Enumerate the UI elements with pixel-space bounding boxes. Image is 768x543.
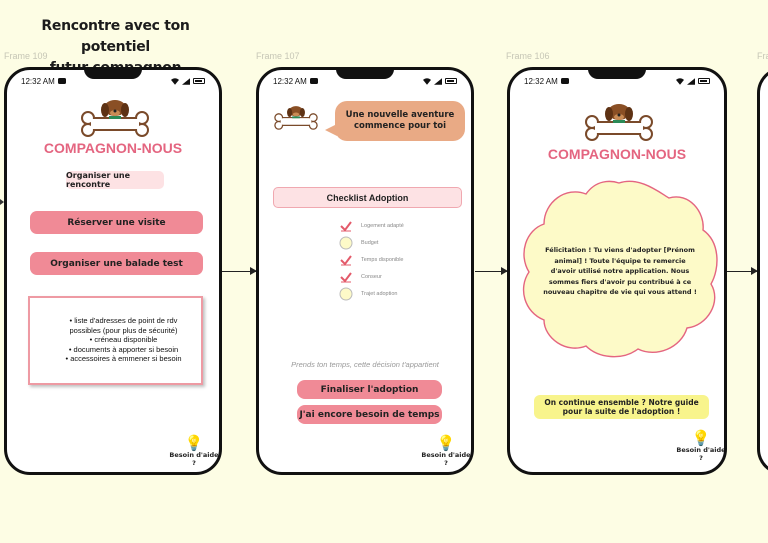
brand-title: COMPAGNON-NOUS <box>547 146 687 162</box>
status-bar: 12:32 AM <box>524 75 710 87</box>
status-time: 12:32 AM <box>21 76 55 86</box>
dog-bone-logo <box>81 100 149 137</box>
info-box: • liste d'adresses de point de rdv possi… <box>28 296 203 385</box>
checklist-item-label: Trajet adoption <box>361 290 398 297</box>
battery-icon <box>193 78 205 84</box>
battery-icon <box>698 78 710 84</box>
checkmark-icon <box>340 254 352 266</box>
message-icon <box>309 77 318 84</box>
phone-frame-109: 12:32 AM COMPAGNON-NOUS Organiser une re… <box>4 67 222 475</box>
help-button[interactable]: 💡 Besoin d'aide ? <box>421 435 471 467</box>
help-label: Besoin d'aide ? <box>676 446 726 462</box>
arrow-1-2 <box>222 267 257 275</box>
dog-bone-logo <box>585 104 653 141</box>
phone-frame-next <box>757 67 768 475</box>
frame-label-3: Frame 106 <box>506 51 550 61</box>
brand-title: COMPAGNON-NOUS <box>43 140 183 156</box>
signal-icon <box>182 77 190 85</box>
checklist-item[interactable]: Budget <box>339 234 439 251</box>
speech-bubble: Une nouvelle aventure commence pour toi <box>335 101 465 141</box>
info-item: • documents à apporter si besoin <box>68 344 179 354</box>
checklist-item-label: Conseur <box>361 273 382 280</box>
status-bar: 12:32 AM <box>273 75 457 87</box>
message-icon <box>57 77 66 84</box>
checklist-item[interactable]: Temps disponible <box>339 251 439 268</box>
help-button[interactable]: 💡 Besoin d'aide ? <box>169 435 219 467</box>
checklist-item-label: Budget <box>361 239 379 246</box>
checklist-title: Checklist Adoption <box>273 187 462 208</box>
help-label: Besoin d'aide ? <box>169 451 219 467</box>
reassurance-note: Prends ton temps, cette décision t'appar… <box>291 360 439 369</box>
reserve-visit-button[interactable]: Réserver une visite <box>30 211 203 234</box>
checklist-item-label: Logement adapté <box>361 222 404 229</box>
arrow-2-3 <box>475 267 508 275</box>
lightbulb-icon: 💡 <box>436 434 456 452</box>
frame-label-2: Frame 107 <box>256 51 300 61</box>
scalloped-card <box>522 180 718 358</box>
checkmark-icon <box>340 271 352 283</box>
info-item: • créneau disponible <box>89 335 158 344</box>
checklist-item[interactable]: Logement adapté <box>339 217 439 234</box>
heading-line-1: Rencontre avec ton potentiel <box>41 18 190 55</box>
status-time: 12:32 AM <box>273 76 307 86</box>
checklist-item-label: Temps disponible <box>361 256 404 263</box>
phone-notch <box>336 70 394 79</box>
help-label: Besoin d'aide ? <box>421 451 471 467</box>
frame-label-1: Frame 109 <box>4 51 48 61</box>
phone-frame-106: 12:32 AM COMPAGNON-NOUS Félicitation ! T… <box>507 67 727 475</box>
wifi-icon <box>423 77 431 85</box>
wifi-icon <box>171 77 179 85</box>
phone-frame-107: 12:32 AM Une nouvelle aventure commence … <box>256 67 474 475</box>
checkmark-icon <box>340 220 352 232</box>
status-bar: 12:32 AM <box>21 75 205 87</box>
phone-notch <box>84 70 142 79</box>
status-time: 12:32 AM <box>524 76 558 86</box>
info-item: • liste d'adresses de point de rdv possi… <box>69 316 178 335</box>
lightbulb-icon: 💡 <box>184 434 204 452</box>
info-item: • accessoires à emmener si besoin <box>65 354 182 363</box>
phone-notch <box>588 70 646 79</box>
battery-icon <box>445 78 457 84</box>
signal-icon <box>434 77 442 85</box>
signal-icon <box>687 77 695 85</box>
empty-circle-icon <box>339 287 353 300</box>
section-tag: Organiser une rencontre <box>66 171 164 189</box>
finalize-adoption-button[interactable]: Finaliser l'adoption <box>297 380 442 399</box>
message-icon <box>560 77 569 84</box>
dog-bone-logo <box>274 106 318 130</box>
empty-circle-icon <box>339 236 353 249</box>
help-button[interactable]: 💡 Besoin d'aide ? <box>676 429 726 462</box>
congrats-message: Félicitation ! Tu viens d'adopter [Préno… <box>543 246 697 296</box>
adoption-guide-button[interactable]: On continue ensemble ? Notre guide pour … <box>534 395 709 419</box>
lightbulb-icon: 💡 <box>691 429 711 447</box>
need-more-time-button[interactable]: J'ai encore besoin de temps <box>297 405 442 424</box>
incoming-arrow <box>0 199 4 205</box>
bubble-tail <box>325 124 337 136</box>
wifi-icon <box>676 77 684 85</box>
organize-walk-button[interactable]: Organiser une balade test <box>30 252 203 275</box>
checklist-item[interactable]: Trajet adoption <box>339 285 439 302</box>
checklist-item[interactable]: Conseur <box>339 268 439 285</box>
arrow-3-4 <box>727 267 758 275</box>
frame-label-4: Frame <box>757 51 768 61</box>
